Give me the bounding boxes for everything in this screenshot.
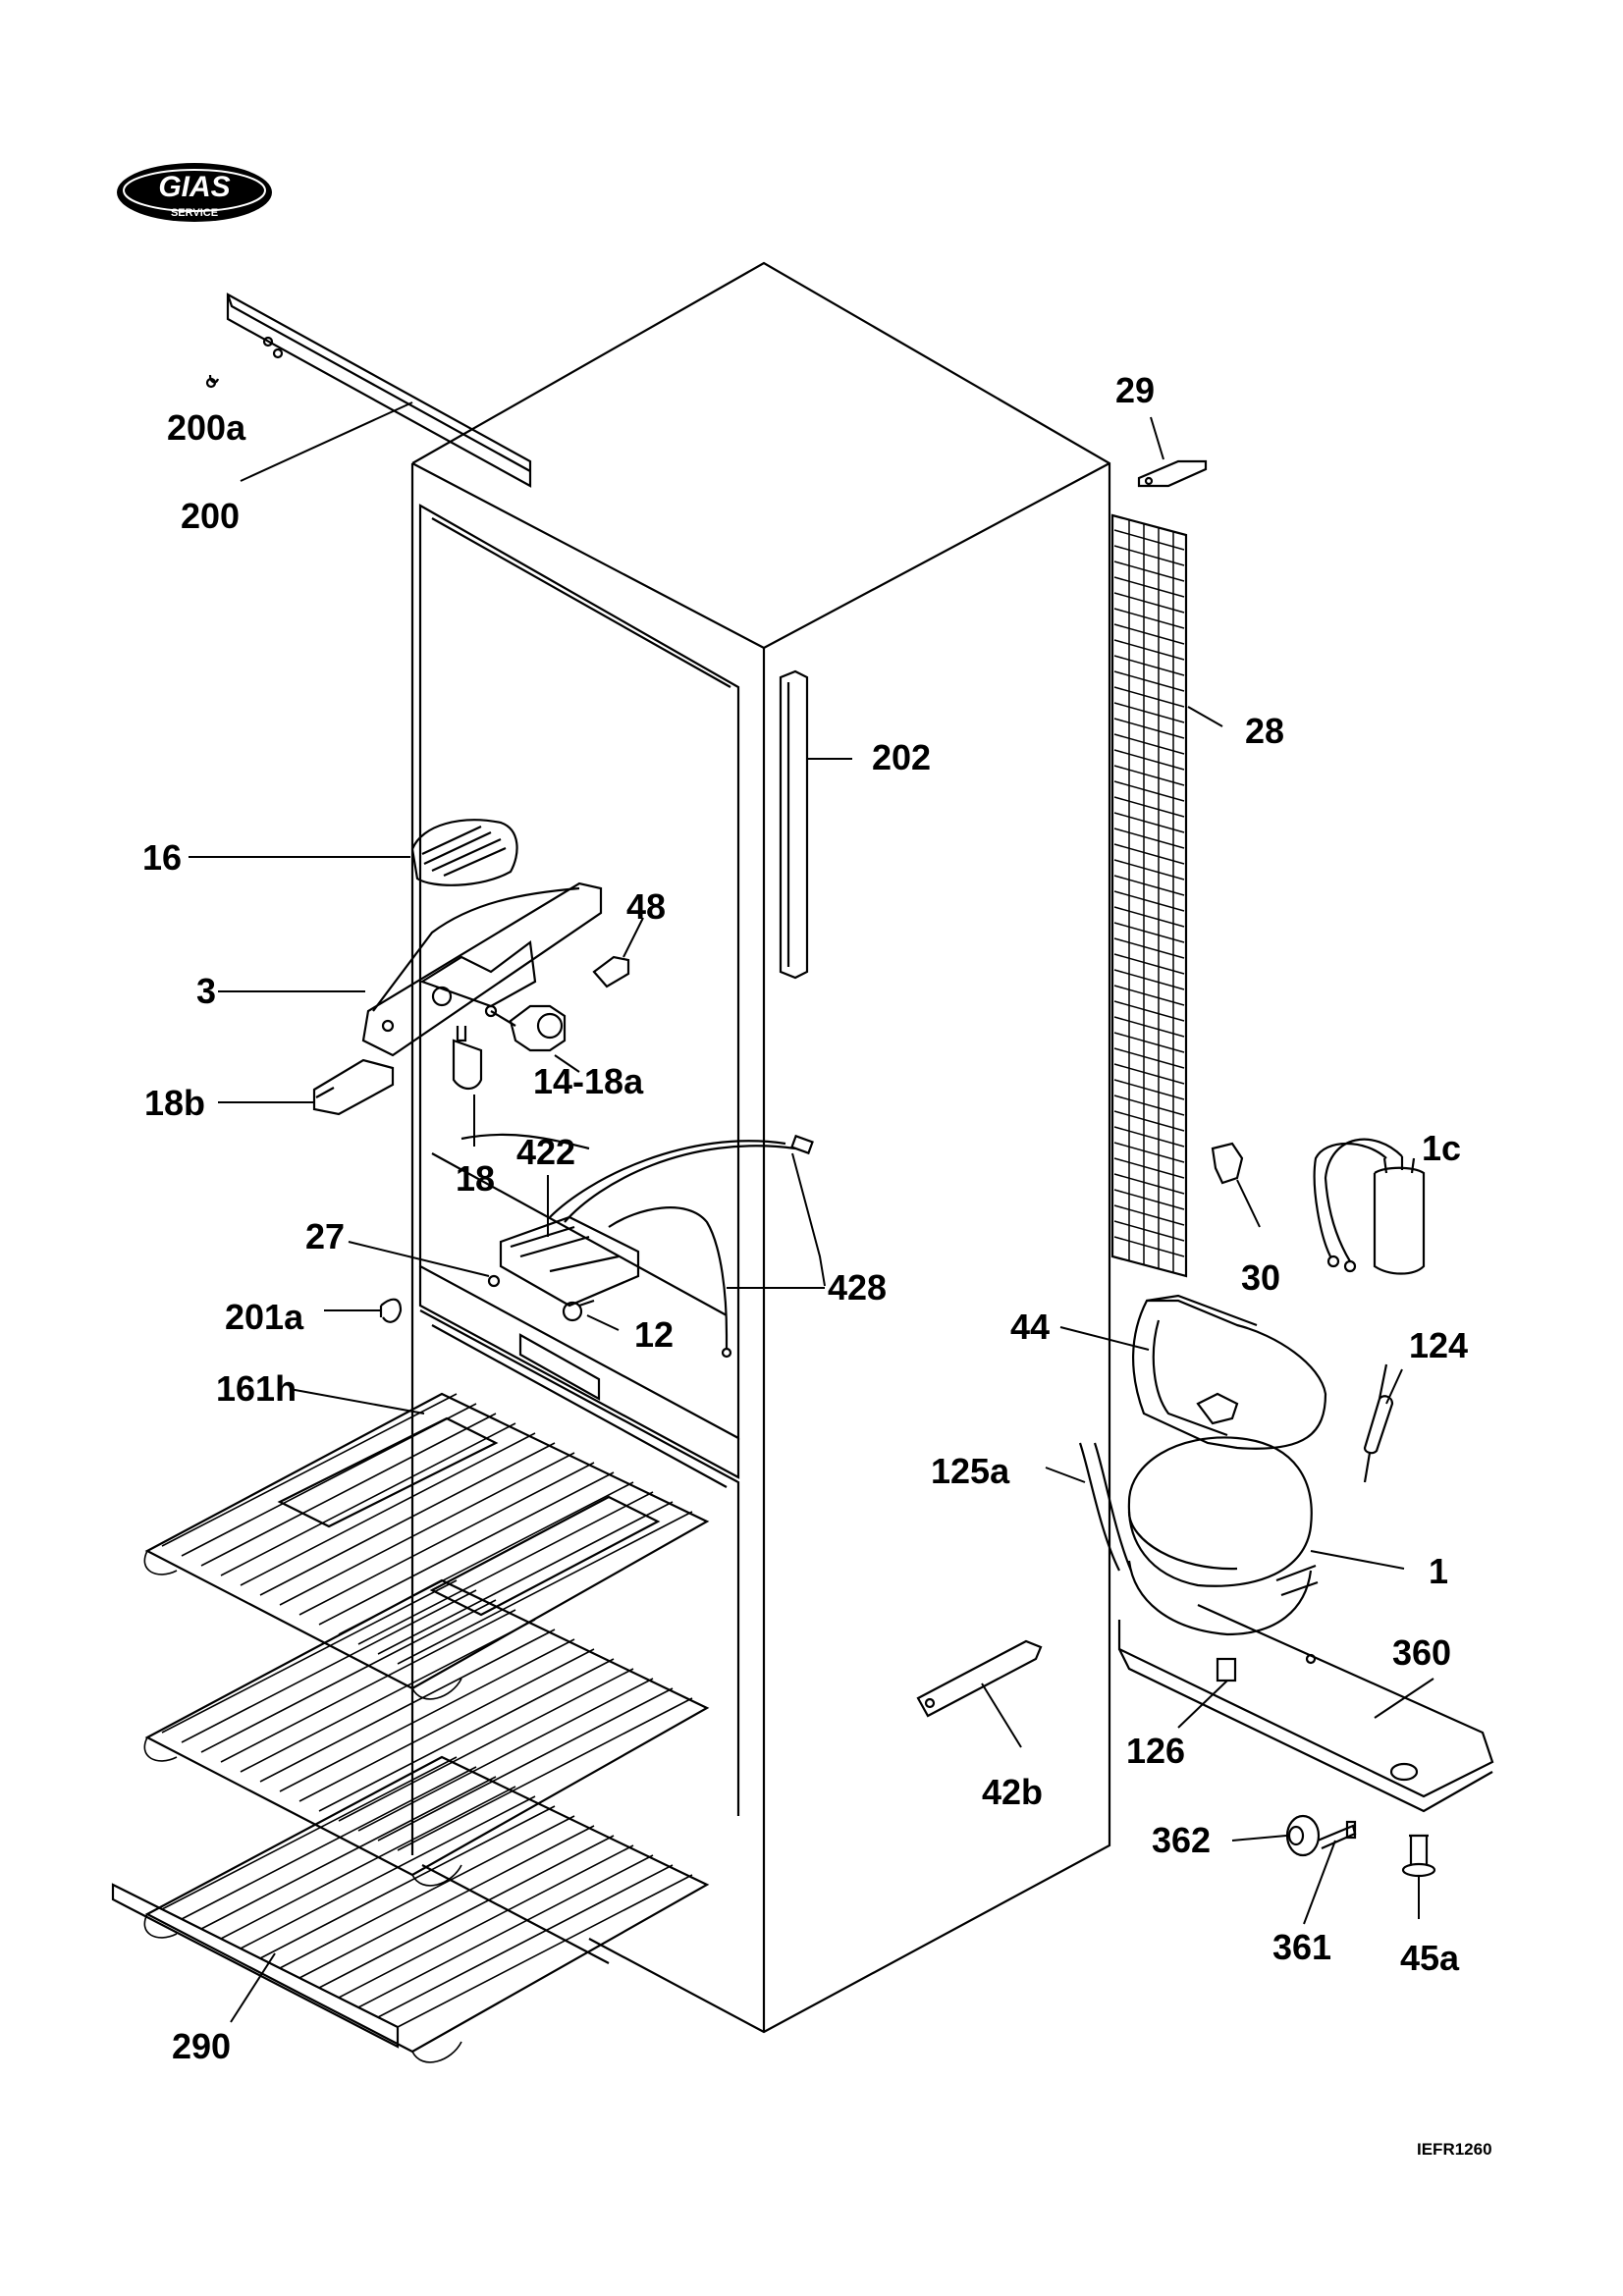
clip-42b: [916, 1639, 1043, 1718]
evaporator-shelves: [111, 1392, 710, 2063]
label-161h: 161h: [216, 1368, 298, 1409]
clip-30: [1211, 1142, 1244, 1185]
foot-45a: [1401, 1834, 1436, 1878]
label-200: 200: [181, 496, 241, 536]
logo-name: GIAS: [158, 171, 230, 203]
gias-service-logo: GIAS SERVICE: [117, 163, 272, 222]
label-1: 1: [1429, 1551, 1449, 1591]
label-361: 361: [1272, 1927, 1332, 1967]
label-14-18a: 14-18a: [533, 1061, 644, 1101]
screw-361: [1317, 1820, 1357, 1850]
drier-124: [1363, 1363, 1394, 1483]
label-29: 29: [1115, 370, 1156, 410]
label-422: 422: [516, 1132, 576, 1172]
label-290: 290: [172, 2026, 232, 2066]
screw-27: [487, 1274, 501, 1288]
button-201a: [379, 1298, 403, 1323]
label-42b: 42b: [982, 1772, 1044, 1812]
label-27: 27: [305, 1216, 346, 1256]
plug-12: [562, 1299, 595, 1322]
foot-126: [1216, 1657, 1237, 1682]
label-45a: 45a: [1400, 1938, 1460, 1978]
capacitor-1c: [1313, 1138, 1426, 1275]
label-12: 12: [634, 1314, 675, 1355]
control-board-422: [499, 1215, 640, 1308]
leader-lines: [189, 401, 1434, 2023]
condenser-28: [1110, 513, 1188, 1278]
label-18: 18: [456, 1158, 496, 1199]
label-18b: 18b: [144, 1083, 206, 1123]
label-428: 428: [828, 1267, 888, 1308]
drip-tray-44: [1132, 1294, 1327, 1450]
label-201a: 201a: [225, 1297, 304, 1337]
top-rail-200: [205, 293, 532, 488]
drawing-code: IEFR1260: [1417, 2140, 1492, 2159]
label-28: 28: [1245, 711, 1285, 751]
label-200a: 200a: [167, 407, 246, 448]
wiring-428: [549, 1134, 814, 1359]
baseplate-360: [1117, 1603, 1494, 1813]
label-16: 16: [142, 837, 183, 878]
label-126: 126: [1126, 1731, 1186, 1771]
door-handle-202: [779, 669, 809, 980]
logo-sub: SERVICE: [171, 207, 218, 219]
thermostat-14-18a: [484, 1004, 567, 1052]
switch-18: [452, 1026, 483, 1091]
lamp-cover-16: [410, 819, 518, 886]
label-124: 124: [1409, 1325, 1469, 1365]
label-48: 48: [626, 886, 667, 927]
lamp-holder-48: [592, 955, 630, 988]
label-30: 30: [1241, 1257, 1281, 1298]
label-362: 362: [1152, 1820, 1212, 1860]
label-1c: 1c: [1422, 1128, 1462, 1168]
label-360: 360: [1392, 1632, 1452, 1673]
washer-362: [1285, 1814, 1321, 1857]
label-44: 44: [1010, 1307, 1051, 1347]
clip-29: [1137, 459, 1208, 488]
cabinet-body: [410, 261, 1111, 2034]
switch-18b: [312, 1058, 395, 1116]
label-202: 202: [872, 737, 932, 777]
label-125a: 125a: [931, 1451, 1010, 1491]
compressor-1: [1078, 1436, 1319, 1636]
label-3: 3: [196, 971, 217, 1011]
